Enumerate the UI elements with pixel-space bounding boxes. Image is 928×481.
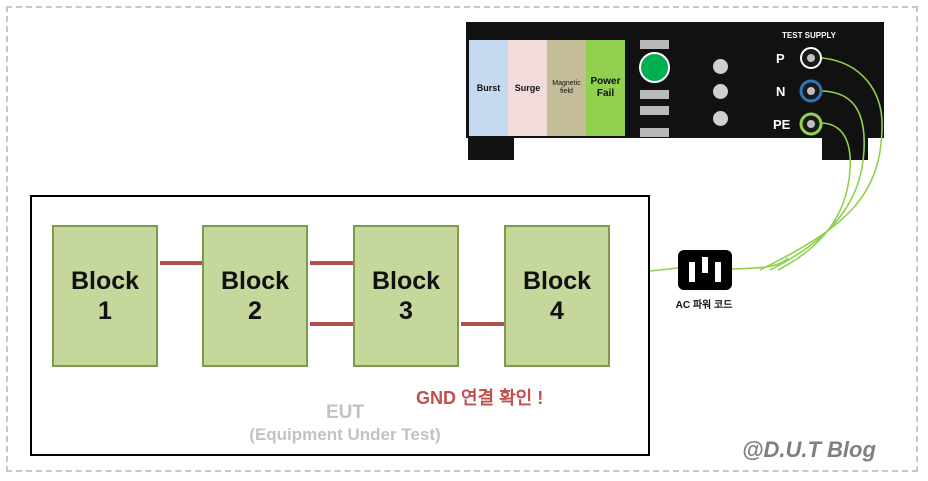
block-label: Block	[371, 267, 441, 295]
surge-panel: Surge	[508, 40, 547, 136]
diagram-frame	[6, 6, 918, 472]
terminal-p-label: P	[776, 51, 785, 66]
terminal-p	[800, 47, 822, 69]
terminal-n	[799, 79, 823, 103]
device-foot-left	[468, 136, 514, 160]
control-knob[interactable]	[713, 59, 728, 74]
wire-p	[759, 57, 883, 271]
burst-panel: Burst	[469, 40, 508, 136]
wire-n	[769, 90, 865, 271]
eut-title: EUT	[326, 402, 364, 423]
eut-subtitle: (Equipment Under Test)	[249, 425, 441, 444]
magnetic-field-label: Magnetic field	[552, 79, 581, 95]
watermark: @D.U.T Blog	[742, 437, 876, 462]
green-button[interactable]	[639, 52, 670, 83]
connector-1-2	[160, 261, 202, 265]
block-number: 1	[98, 297, 112, 325]
terminal-pe	[799, 112, 823, 136]
burst-label: Burst	[476, 82, 501, 93]
block-label: Block	[522, 267, 592, 295]
wire-pe	[777, 122, 852, 271]
connector-2-3	[310, 261, 353, 265]
block-number: 2	[248, 297, 262, 325]
device-foot-right	[822, 136, 868, 160]
power-wires	[649, 57, 883, 272]
gnd-note: GND 연결 확인 !	[416, 388, 544, 408]
connector-3-4	[461, 322, 504, 326]
terminal-pe-label: PE	[773, 117, 791, 132]
block-1: Block 1	[52, 225, 158, 367]
ac-wire-to-eut	[649, 267, 679, 272]
magnetic-field-panel: Magnetic field	[547, 40, 586, 136]
block-number: 3	[399, 297, 413, 325]
power-fail-label: Power Fail	[590, 76, 621, 99]
indicator-slot	[640, 40, 669, 49]
indicator-slot	[640, 106, 669, 115]
power-fail-panel: Power Fail	[586, 40, 625, 136]
surge-label: Surge	[514, 82, 541, 93]
ac-cord-label: AC 파워 코드	[675, 300, 733, 311]
test-supply-title: TEST SUPPLY	[782, 31, 836, 40]
block-4: Block 4	[504, 225, 610, 367]
block-label: Block	[220, 267, 290, 295]
block-label: Block	[70, 267, 140, 295]
indicator-slot	[640, 90, 669, 99]
ac-plug-icon	[678, 250, 732, 290]
block-2: Block 2	[202, 225, 308, 367]
block-number: 4	[550, 297, 564, 325]
control-knob[interactable]	[713, 84, 728, 99]
control-knob[interactable]	[713, 111, 728, 126]
indicator-slot	[640, 128, 669, 137]
block-3: Block 3	[353, 225, 459, 367]
terminal-n-label: N	[776, 84, 786, 99]
connector-2-3	[310, 322, 353, 326]
